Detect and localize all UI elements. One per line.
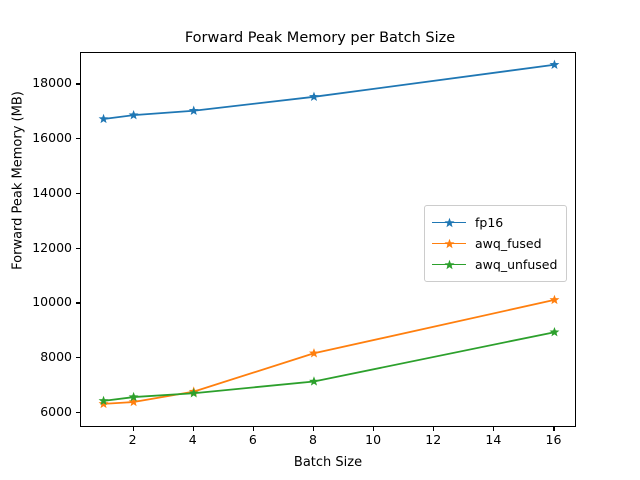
series-marker bbox=[98, 113, 109, 124]
series-marker bbox=[128, 109, 139, 120]
y-tick-mark bbox=[76, 411, 80, 414]
x-tick-label: 10 bbox=[365, 432, 382, 447]
y-tick-label: 12000 bbox=[32, 239, 72, 255]
chart-title: Forward Peak Memory per Batch Size bbox=[184, 30, 456, 46]
y-tick-mark bbox=[76, 357, 80, 359]
x-tick-label: 6 bbox=[248, 432, 257, 447]
series-marker bbox=[309, 348, 319, 358]
x-tick-mark bbox=[373, 427, 375, 431]
series-marker bbox=[309, 91, 319, 101]
x-tick-label: 4 bbox=[188, 432, 197, 447]
x-tick-mark bbox=[192, 427, 194, 431]
chart-legend[interactable]: fp16 awq_fused awq_unfused bbox=[424, 205, 568, 282]
legend-item-awq_fused[interactable]: awq_fused bbox=[432, 233, 557, 254]
legend-star-icon bbox=[444, 238, 455, 248]
x-tick-mark bbox=[132, 427, 134, 431]
series-marker bbox=[128, 391, 139, 402]
legend-item-awq_unfused[interactable]: awq_unfused bbox=[432, 254, 557, 275]
series-awq_fused bbox=[98, 294, 560, 409]
x-tick-mark bbox=[312, 427, 315, 431]
y-tick-label: 14000 bbox=[32, 184, 72, 200]
y-tick-label: 16000 bbox=[32, 130, 72, 146]
series-marker bbox=[188, 105, 199, 115]
y-tick-mark bbox=[76, 83, 80, 85]
legend-star-icon bbox=[444, 217, 455, 227]
x-tick-mark bbox=[493, 427, 495, 431]
series-line bbox=[102, 331, 556, 402]
legend-label: awq_fused bbox=[475, 236, 542, 251]
series-marker bbox=[98, 395, 109, 406]
series-line bbox=[102, 63, 556, 120]
x-axis-label: Batch Size bbox=[293, 455, 363, 470]
series-marker bbox=[549, 327, 560, 337]
x-tick-label: 14 bbox=[485, 432, 502, 447]
series-canvas bbox=[98, 59, 560, 409]
series-fp16 bbox=[98, 59, 560, 124]
legend-item-fp16[interactable]: fp16 bbox=[432, 212, 557, 233]
series-line bbox=[102, 299, 556, 405]
y-tick-label: 8000 bbox=[40, 349, 72, 365]
series-awq_unfused bbox=[98, 327, 560, 406]
plot-area bbox=[80, 52, 576, 427]
x-tick-label: 8 bbox=[308, 432, 317, 447]
x-tick-mark bbox=[433, 427, 435, 431]
series-marker bbox=[128, 396, 139, 407]
legend-label: awq_unfused bbox=[475, 257, 558, 272]
series-marker bbox=[98, 398, 109, 409]
series-marker bbox=[549, 294, 560, 305]
legend-label: fp16 bbox=[475, 215, 504, 230]
x-tick-label: 16 bbox=[545, 432, 562, 447]
y-tick-mark bbox=[76, 192, 80, 195]
legend-swatch bbox=[432, 237, 466, 251]
x-tick-label: 2 bbox=[128, 432, 137, 447]
y-tick-label: 10000 bbox=[32, 294, 72, 310]
y-tick-mark bbox=[76, 138, 80, 140]
legend-swatch bbox=[432, 216, 466, 230]
x-tick-mark bbox=[252, 427, 254, 431]
x-tick-mark bbox=[553, 427, 555, 431]
series-marker bbox=[309, 376, 319, 386]
legend-star-icon bbox=[444, 259, 455, 269]
y-tick-mark bbox=[76, 302, 80, 304]
y-tick-label: 6000 bbox=[40, 403, 72, 419]
legend-swatch bbox=[432, 258, 466, 272]
series-marker bbox=[188, 388, 199, 398]
series-marker bbox=[549, 59, 560, 69]
x-tick-label: 12 bbox=[425, 432, 442, 447]
y-tick-mark bbox=[76, 247, 80, 249]
y-tick-label: 18000 bbox=[32, 75, 72, 91]
